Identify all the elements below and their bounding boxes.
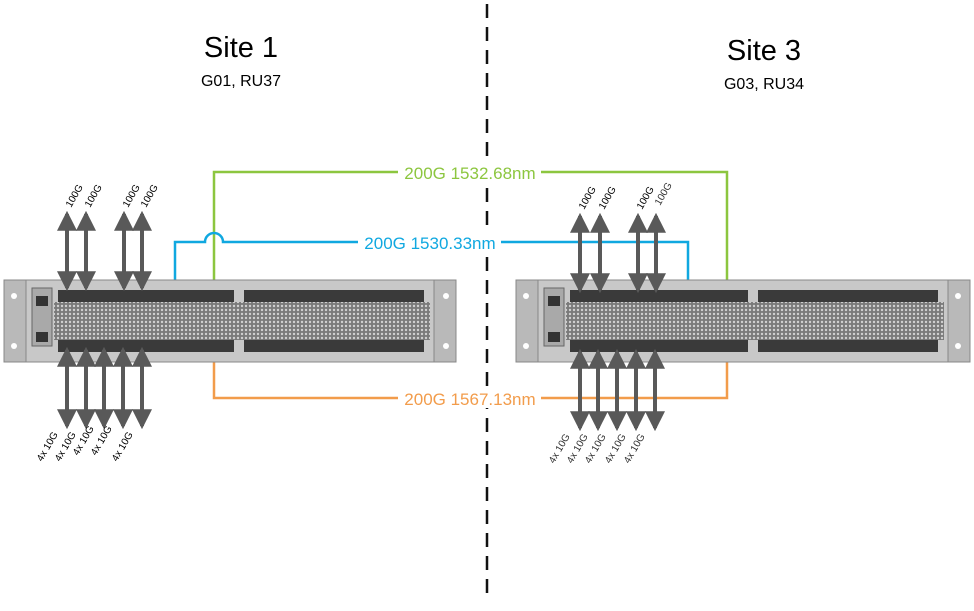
- link-label-orange: 200G 1567.13nm: [404, 390, 535, 409]
- link-blue: [173, 231, 690, 296]
- site1-top-label: 100G: [83, 183, 105, 210]
- site3-top-label: 100G: [653, 181, 675, 208]
- site1-location: G01, RU37: [201, 73, 281, 90]
- site3-title: Site 3: [727, 35, 801, 67]
- site3-bottom-arrows: [570, 348, 665, 432]
- link-label-green: 200G 1532.68nm: [404, 164, 535, 183]
- site1-top-label: 100G: [139, 183, 161, 210]
- site1-bottom-arrows: [57, 346, 152, 430]
- site1-top-label: 100G: [64, 183, 86, 210]
- site3-chassis: [515, 279, 971, 363]
- site3-top-arrows: [570, 212, 666, 294]
- site1-title: Site 1: [204, 32, 278, 64]
- site3-top-label: 100G: [635, 185, 657, 212]
- site3-top-label: 100G: [597, 185, 619, 212]
- site1-top-arrows: [57, 210, 152, 292]
- site3-location: G03, RU34: [724, 76, 804, 93]
- link-label-blue: 200G 1530.33nm: [364, 234, 495, 253]
- site1-chassis: [3, 279, 457, 363]
- site3-top-label: 100G: [577, 185, 599, 212]
- site1-bottom-label: 4x 10G: [110, 430, 136, 464]
